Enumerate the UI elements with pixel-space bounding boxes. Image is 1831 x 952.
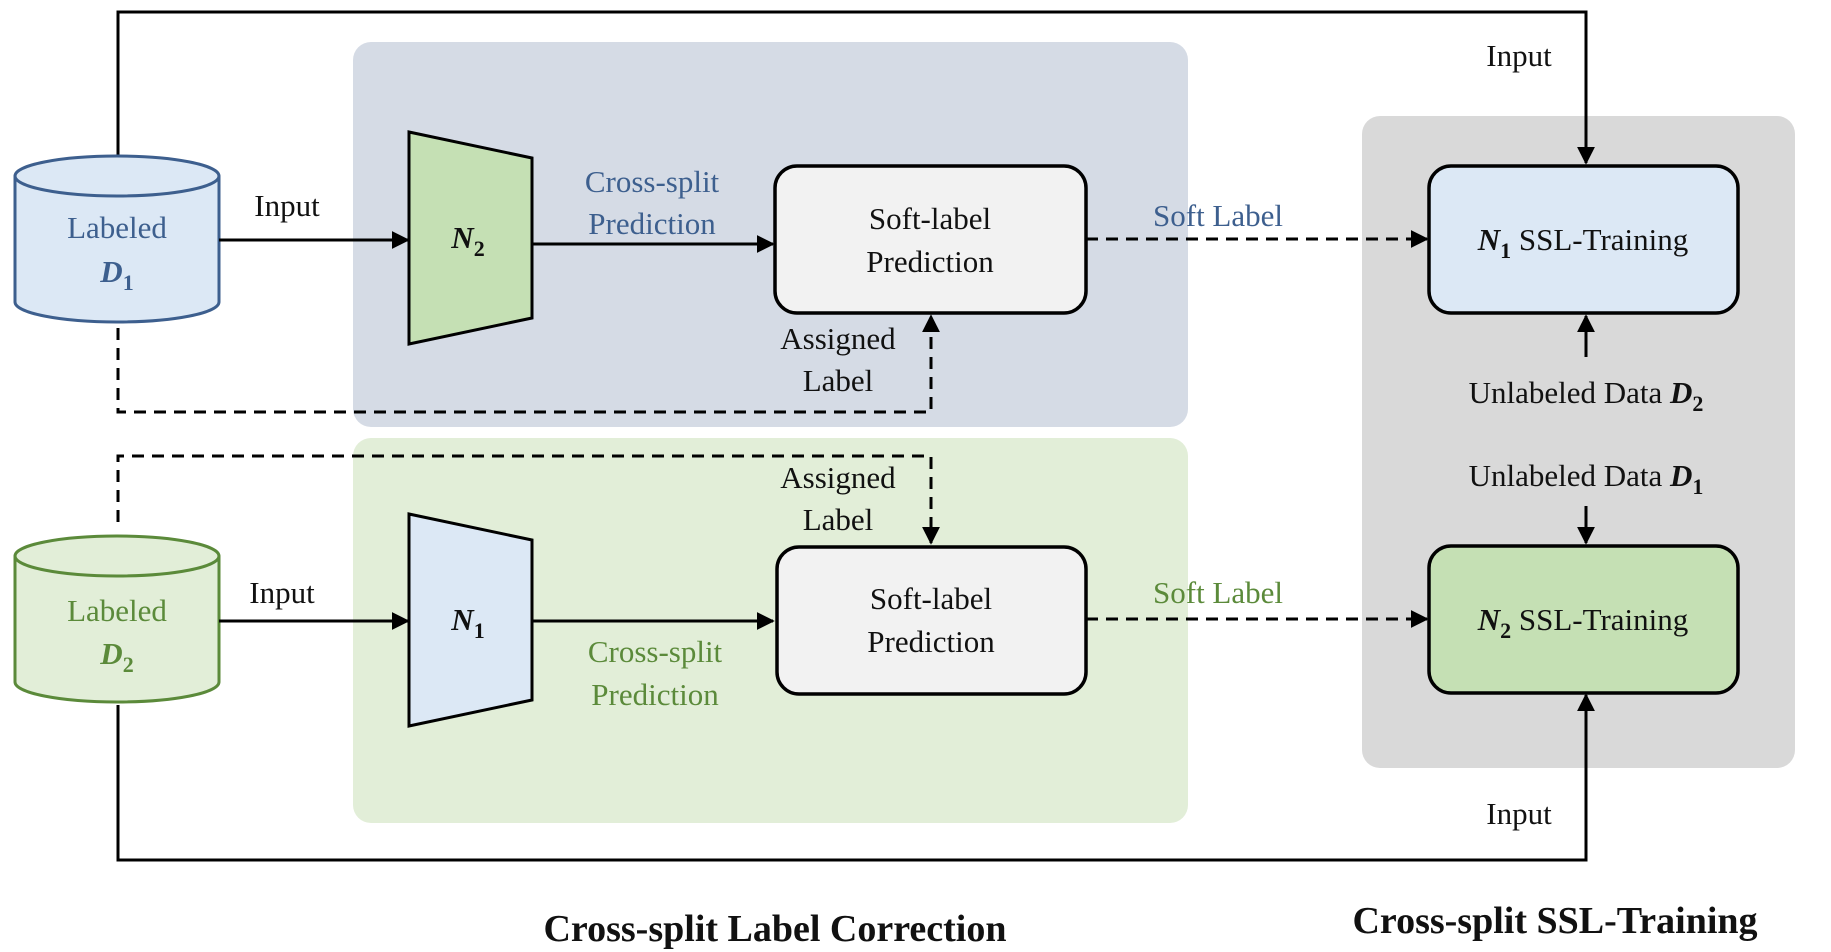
labeled-d2-text: Labeled <box>67 593 167 628</box>
n1-label: N1 <box>450 602 484 643</box>
bottom-correction-panel <box>353 438 1188 823</box>
top-cross-split-label: Cross-split <box>585 164 720 199</box>
bottom-assigned-label-line <box>116 454 940 545</box>
ssl-top-input-label: Input <box>1486 38 1552 73</box>
top-soft-label-prediction-box <box>773 164 1088 315</box>
d2-symbol: D2 <box>99 636 133 677</box>
bottom-soft-label-prediction-box <box>775 545 1088 696</box>
top-assigned-label-2: Label <box>803 363 874 398</box>
network-n2 <box>407 130 534 346</box>
n1-ssl-training-text: N1 SSL-Training <box>1477 222 1689 263</box>
bottom-soft-box-line1: Soft-label <box>870 581 992 616</box>
d1-symbol: D1 <box>99 254 133 295</box>
top-soft-box-line2: Prediction <box>866 244 994 279</box>
bottom-soft-label-text: Soft Label <box>1153 575 1283 610</box>
labeled-d1-database: Labeled D1 <box>13 154 221 324</box>
top-soft-label-text: Soft Label <box>1153 198 1283 233</box>
labeled-d2-database: Labeled D2 <box>13 534 221 704</box>
ssl-bottom-input-label: Input <box>1486 796 1552 831</box>
top-assigned-label-1: Assigned <box>780 321 896 356</box>
top-loop-line <box>116 10 1595 165</box>
ssl-training-title: Cross-split SSL-Training <box>1352 900 1757 942</box>
bottom-cross-split-label: Cross-split <box>588 634 723 669</box>
labeled-d1-text: Labeled <box>67 210 167 245</box>
top-cross-split-label-2: Prediction <box>588 206 716 241</box>
unlabeled-d1-label: Unlabeled Data D1 <box>1469 458 1704 499</box>
bottom-assigned-label-2: Label <box>803 502 874 537</box>
network-n1 <box>407 512 534 728</box>
label-correction-title: Cross-split Label Correction <box>543 908 1006 950</box>
n2-ssl-training-text: N2 SSL-Training <box>1477 602 1689 643</box>
bottom-input-label: Input <box>249 575 315 610</box>
unlabeled-d2-label: Unlabeled Data D2 <box>1469 375 1704 416</box>
n2-ssl-training-box <box>1427 544 1740 695</box>
bottom-soft-box-line2: Prediction <box>867 624 995 659</box>
top-soft-box-line1: Soft-label <box>869 201 991 236</box>
n1-ssl-training-box <box>1427 164 1740 315</box>
bottom-assigned-label-1: Assigned <box>780 460 896 495</box>
top-correction-panel <box>353 42 1188 427</box>
bottom-loop-line <box>116 693 1595 862</box>
bottom-cross-split-label-2: Prediction <box>591 677 719 712</box>
n2-label: N2 <box>450 220 484 261</box>
top-input-label: Input <box>254 188 320 223</box>
top-assigned-label-line <box>116 314 940 414</box>
